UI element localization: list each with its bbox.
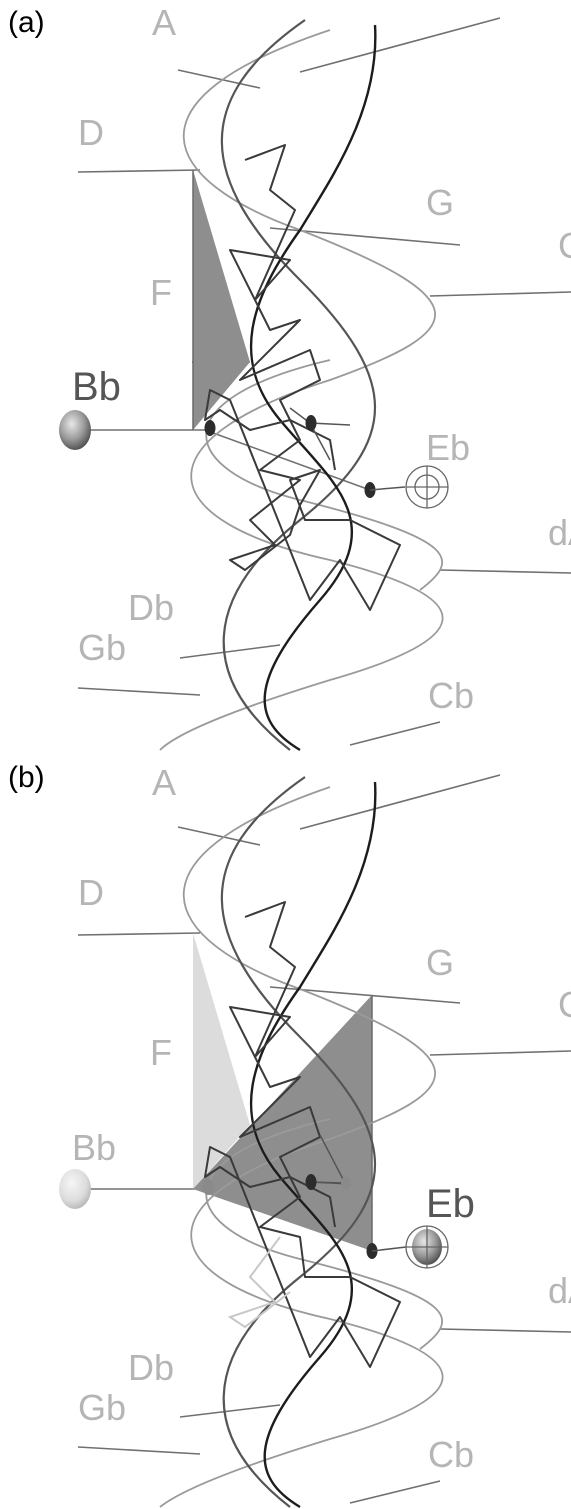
note-label-d: D xyxy=(78,112,104,153)
guide-line xyxy=(429,1050,571,1056)
note-label-db: Db xyxy=(128,1347,174,1388)
node-marker xyxy=(305,1174,317,1190)
note-label-c: C xyxy=(558,984,571,1025)
connector xyxy=(371,1246,407,1252)
note-label-bb: Bb xyxy=(72,1127,116,1168)
guide-line xyxy=(439,1328,571,1333)
guide-line xyxy=(204,429,371,491)
note-label-cb: Cb xyxy=(428,1434,474,1475)
outer-helix-curve xyxy=(159,786,444,1508)
guide-line xyxy=(77,932,201,936)
guide-line xyxy=(439,569,571,574)
bb-sphere xyxy=(59,410,91,450)
inner-helix-curve xyxy=(205,1118,444,1350)
triad-triangle xyxy=(193,170,250,430)
panel-label: (a) xyxy=(8,6,45,39)
note-label-gb: Gb xyxy=(78,627,126,668)
helix-curve-mid xyxy=(220,19,376,751)
guide-line xyxy=(77,169,201,173)
guide-line xyxy=(77,687,201,696)
guide-line xyxy=(299,774,501,830)
guide-line xyxy=(349,721,441,746)
triad-triangle xyxy=(193,995,372,1251)
guide-line xyxy=(429,291,571,297)
guide-line xyxy=(179,644,281,659)
note-label-f: F xyxy=(150,1032,172,1073)
guide-line xyxy=(77,1446,201,1455)
note-label-top: A xyxy=(152,2,176,43)
previous-path-segment xyxy=(227,1236,291,1329)
voice-leading-path xyxy=(204,144,401,611)
helix-curve-dark xyxy=(249,24,377,752)
note-label-cb: Cb xyxy=(428,675,474,716)
panel-a: (a) xyxy=(8,2,571,752)
node-marker xyxy=(204,420,216,436)
outer-helix-curve xyxy=(159,29,444,751)
note-label-g: G xyxy=(426,942,454,983)
eb-sphere xyxy=(405,1225,449,1269)
eb-wire-sphere xyxy=(405,465,449,509)
guide-line xyxy=(299,17,501,73)
spoke xyxy=(319,1134,346,1184)
panel-label: (b) xyxy=(8,761,45,794)
note-label-eb-active: Eb xyxy=(426,1182,475,1226)
node-marker-faded xyxy=(202,1179,214,1195)
note-label-eb: Eb xyxy=(426,427,470,468)
node-marker-faded xyxy=(341,1176,351,1190)
guide-line xyxy=(177,826,261,846)
tonnetz-helix-diagram: A D G C F Bb dA Db Gb Cb Eb xyxy=(59,762,571,1509)
spoke xyxy=(309,422,351,426)
note-label-gb: Gb xyxy=(78,1387,126,1428)
note-label-d: D xyxy=(78,872,104,913)
panel-b: (b) xyxy=(0,755,571,1509)
previous-triad-triangle xyxy=(193,933,250,1189)
tonnetz-helix-diagram: A D G C F Eb dA Db Gb Cb Bb xyxy=(59,2,571,752)
note-label-da: dA xyxy=(548,1270,571,1311)
helix-curve-mid xyxy=(220,776,376,1508)
note-label-c: C xyxy=(558,225,571,266)
helix-curve-dark xyxy=(249,781,377,1509)
note-label-da: dA xyxy=(548,512,571,553)
note-label-f: F xyxy=(150,272,172,313)
note-label-bb-active: Bb xyxy=(72,365,121,409)
connector xyxy=(369,486,406,491)
guide-line xyxy=(349,1480,441,1504)
note-label-g: G xyxy=(426,182,454,223)
note-label-top: A xyxy=(152,762,176,803)
guide-line xyxy=(177,69,261,89)
bb-sphere-faded xyxy=(59,1169,91,1209)
guide-line xyxy=(179,1404,281,1418)
voice-leading-path xyxy=(204,901,401,1368)
node-marker xyxy=(305,415,317,431)
note-label-db: Db xyxy=(128,587,174,628)
